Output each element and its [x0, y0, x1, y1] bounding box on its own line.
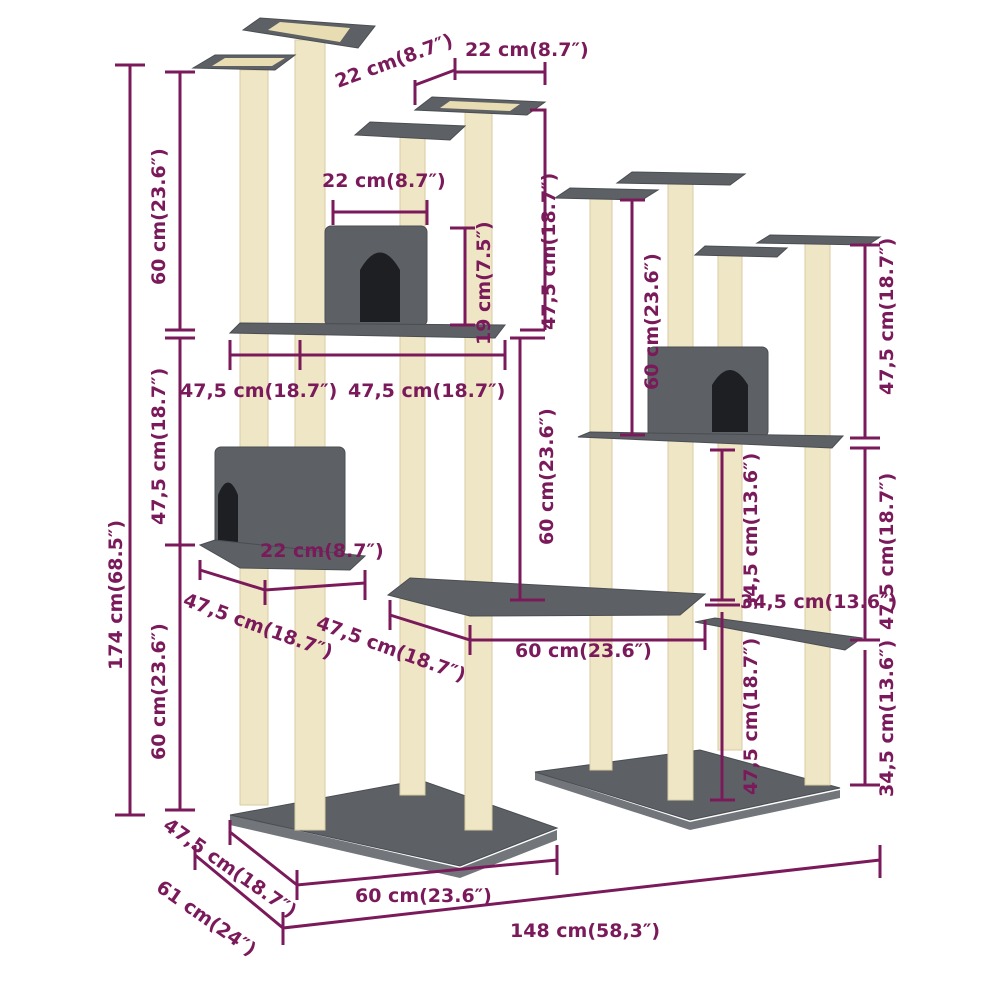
dim-right-lower-height: 47,5 cm(18.7″) — [740, 638, 762, 795]
dim-total-width: 148 cm(58,3″) — [510, 920, 660, 942]
dim-left-lower-height: 60 cm(23.6″) — [148, 623, 170, 760]
dimension-lines — [115, 58, 882, 945]
left-hut-platform — [198, 539, 367, 571]
dim-top-post-height: 47,5 cm(18.7″) — [538, 173, 560, 330]
right-hut — [647, 346, 769, 438]
dim-far-right-mid: 47,5 cm(18.7″) — [876, 473, 898, 630]
top-platforms — [191, 17, 882, 258]
dim-mid-platform-left: 47,5 cm(18.7″) — [180, 380, 337, 402]
dim-far-right-lower: 34,5 cm(13.6″) — [876, 640, 898, 797]
dim-top-right-width: 22 cm(8.7″) — [465, 39, 589, 61]
dim-hut-height: 19 cm(7.5″) — [473, 221, 495, 345]
dim-far-right-upper: 47,5 cm(18.7″) — [876, 238, 898, 395]
left-hut — [214, 446, 346, 556]
dim-right-upper-height: 60 cm(23.6″) — [641, 253, 663, 390]
dim-left-mid-height: 47,5 cm(18.7″) — [148, 368, 170, 525]
small-right-platform — [694, 617, 864, 651]
dim-right-mid-height: 34,5 cm(13.6″) — [740, 453, 762, 610]
dim-hut-width: 22 cm(8.7″) — [322, 170, 446, 192]
dim-base-width: 60 cm(23.6″) — [355, 885, 492, 907]
dim-left-hut-width: 22 cm(8.7″) — [260, 540, 384, 562]
right-middle-platform — [577, 431, 845, 449]
dim-small-platform-width: 34,5 cm(13.6″) — [740, 591, 897, 613]
upper-middle-platform — [228, 322, 507, 339]
upper-hut — [324, 225, 428, 327]
dim-center-height: 60 cm(23.6″) — [536, 408, 558, 545]
dim-center-platform-width: 60 cm(23.6″) — [515, 640, 652, 662]
dim-left-upper-height: 60 cm(23.6″) — [148, 148, 170, 285]
dim-total-height: 174 cm(68.5″) — [105, 520, 127, 670]
center-platform — [386, 577, 707, 617]
dim-mid-platform-right: 47,5 cm(18.7″) — [348, 380, 505, 402]
